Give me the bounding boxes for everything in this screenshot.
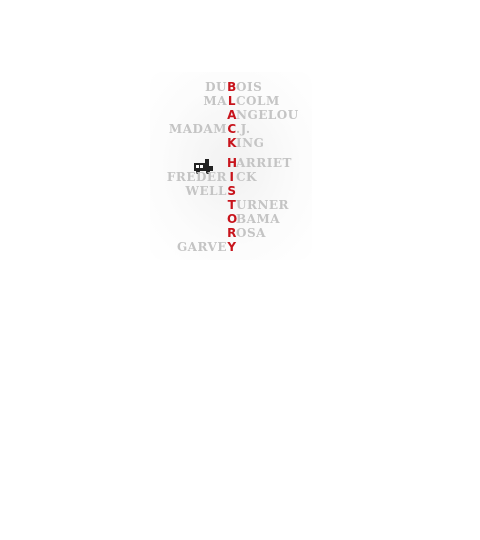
keyword-letter: Y [227, 240, 237, 254]
name-right: URNER [236, 198, 290, 212]
keyword-letter: B [227, 80, 237, 94]
keyword-letter: T [227, 198, 237, 212]
acrostic-row-h: H ARRIET [0, 156, 480, 170]
name-left: DU [205, 80, 227, 94]
acrostic-row-l: MA L COLM [0, 94, 480, 108]
name-right: OIS [236, 80, 263, 94]
acrostic-row-k: K ING [0, 136, 480, 150]
keyword-letter: K [227, 136, 237, 150]
keyword-letter: R [227, 226, 237, 240]
acrostic-row-a: A NGELOU [0, 108, 480, 122]
keyword-letter: C [227, 122, 237, 136]
background-glow [150, 72, 312, 260]
acrostic-row-r: R OSA [0, 226, 480, 240]
name-left: FREDER [166, 170, 227, 184]
name-left: MADAM [168, 122, 227, 136]
bus-icon [194, 159, 213, 174]
keyword-letter: H [227, 156, 238, 170]
name-right: ING [236, 136, 265, 150]
acrostic-row-o: O BAMA [0, 212, 480, 226]
name-right: OSA [236, 226, 266, 240]
keyword-letter: O [227, 212, 238, 226]
acrostic-row-s: WELL S [0, 184, 480, 198]
name-right: COLM [236, 94, 280, 108]
acrostic-row-c: MADAM C .J. [0, 122, 480, 136]
name-right: BAMA [236, 212, 281, 226]
name-right: NGELOU [236, 108, 299, 122]
acrostic-row-y: GARVE Y [0, 240, 480, 254]
name-left: MA [203, 94, 227, 108]
name-right: CK [236, 170, 257, 184]
name-right: ARRIET [236, 156, 292, 170]
acrostic-row-b: DU B OIS [0, 80, 480, 94]
name-right: .J. [236, 122, 251, 136]
keyword-letter: A [227, 108, 237, 122]
name-left: GARVE [176, 240, 227, 254]
acrostic-row-i: FREDER I CK [0, 170, 480, 184]
keyword-letter: L [227, 94, 237, 108]
name-left: WELL [185, 184, 227, 198]
acrostic-row-t: T URNER [0, 198, 480, 212]
keyword-letter: I [229, 170, 235, 184]
keyword-letter: S [227, 184, 237, 198]
